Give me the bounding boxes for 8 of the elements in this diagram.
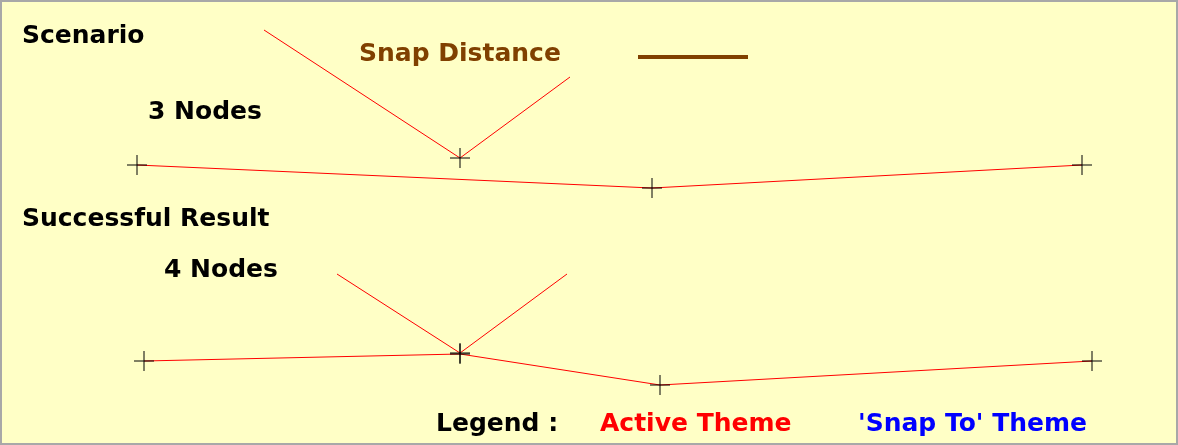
legend-text: Active Theme <box>600 410 792 435</box>
legend-heading: Legend : <box>436 410 559 435</box>
section-label: 4 Nodes <box>164 256 278 281</box>
legend-text: Snap Distance <box>359 40 561 65</box>
legend-text: 'Snap To' Theme <box>858 410 1087 435</box>
section-label: Successful Result <box>22 205 270 230</box>
section-label: Scenario <box>22 22 145 47</box>
section-label: 3 Nodes <box>148 98 262 123</box>
